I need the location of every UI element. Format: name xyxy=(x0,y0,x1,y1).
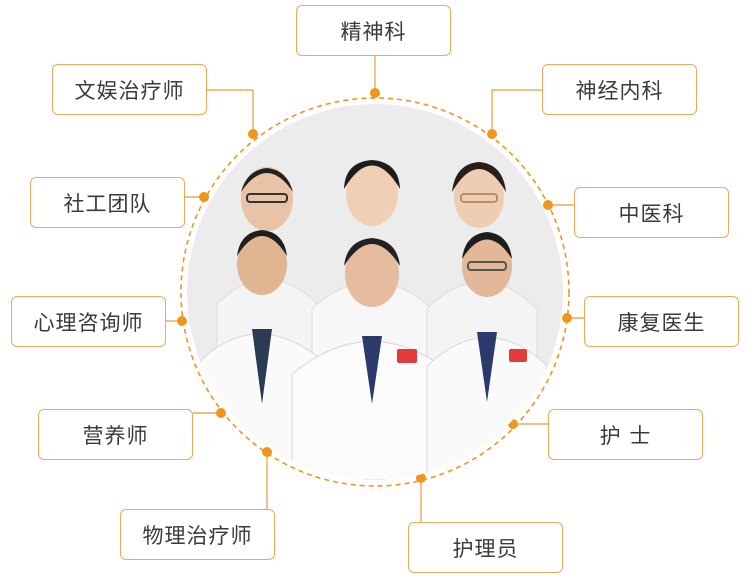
connector-dot-psychologist xyxy=(177,316,187,326)
label-nurse: 护 士 xyxy=(548,409,703,460)
connector-dot-physiotherapist xyxy=(262,447,272,457)
connector-dot-social-work-team xyxy=(199,192,209,202)
team-photo-illustration xyxy=(187,104,563,480)
label-nutritionist: 营养师 xyxy=(38,409,193,460)
connector-dot-caregiver xyxy=(416,473,426,483)
connector-dot-tcm xyxy=(543,200,553,210)
connector-dot-psychiatry xyxy=(370,88,380,98)
label-caregiver: 护理员 xyxy=(408,522,563,573)
connector-dot-rehab-doctor xyxy=(562,313,572,323)
label-physiotherapist: 物理治疗师 xyxy=(120,509,275,560)
team-photo xyxy=(187,104,563,480)
label-tcm: 中医科 xyxy=(574,187,729,238)
label-rehab-doctor: 康复医生 xyxy=(584,296,739,347)
doctor-front-middle xyxy=(291,238,453,480)
connector-neurology xyxy=(491,89,542,134)
connector-dot-nutritionist xyxy=(216,408,226,418)
connector-dot-recreation-therapist xyxy=(248,129,258,139)
label-neurology: 神经内科 xyxy=(542,64,697,115)
connector-recreation-therapist xyxy=(207,89,254,134)
connector-dot-neurology xyxy=(487,129,497,139)
label-psychologist: 心理咨询师 xyxy=(11,296,166,347)
label-recreation-therapist: 文娱治疗师 xyxy=(52,64,207,115)
label-social-work-team: 社工团队 xyxy=(30,177,185,228)
label-psychiatry: 精神科 xyxy=(296,5,451,56)
